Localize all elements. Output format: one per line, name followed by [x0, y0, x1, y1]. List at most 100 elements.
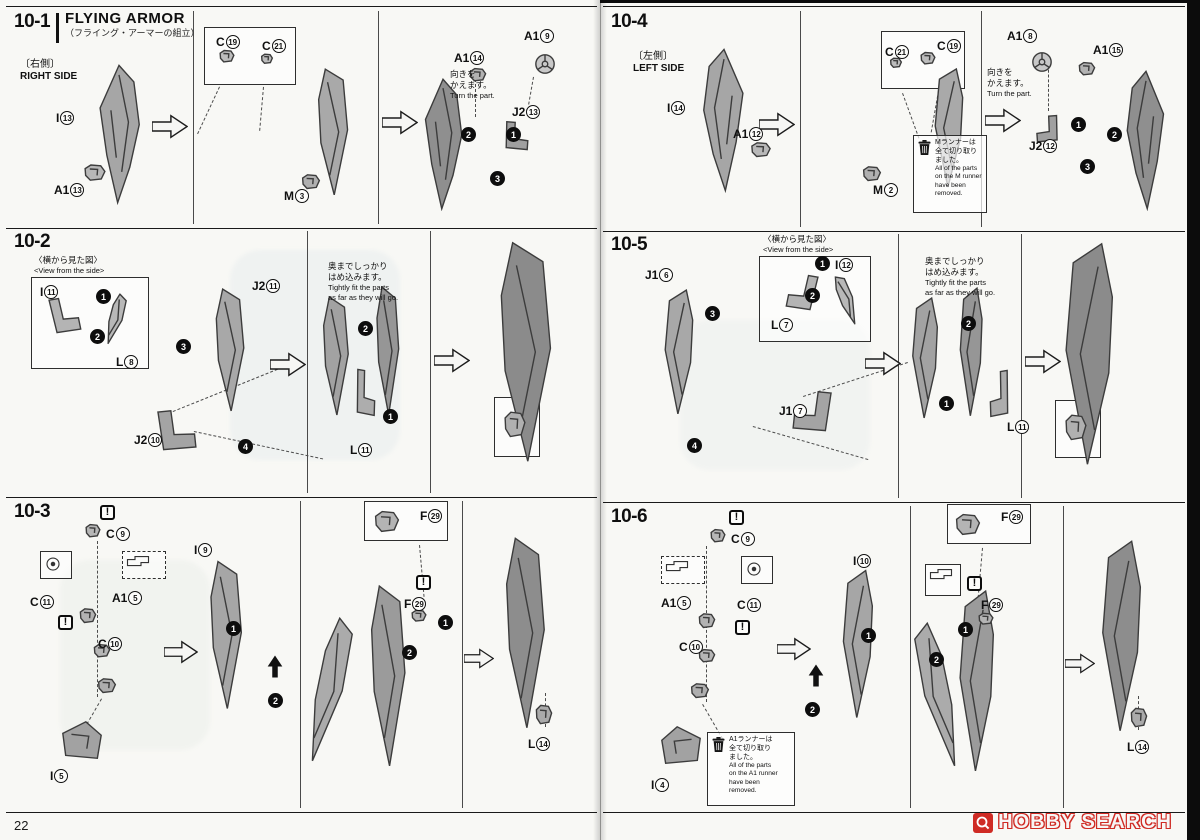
note-line-jp: ました。 [729, 753, 757, 761]
step-number-marker: 1 [96, 289, 111, 304]
socket-square-glyph [929, 568, 953, 580]
part-number-circle: 21 [894, 45, 909, 59]
part-number-circle: 6 [659, 268, 674, 282]
part-number-circle: 14 [1135, 740, 1150, 754]
part-runner-code: L [1127, 740, 1135, 754]
section-number: 10-5 [611, 234, 648, 255]
part-runner-code: A1 [54, 183, 70, 197]
callout-box [661, 556, 705, 584]
step-number-marker: 2 [358, 321, 373, 336]
part-silhouette-wheel [534, 53, 556, 75]
part-silhouette-blob [372, 509, 402, 535]
part-runner-code: A1 [661, 596, 677, 610]
assembly-guide-line [197, 86, 220, 135]
next-step-arrow [382, 110, 418, 135]
part-number-circle: 11 [746, 598, 761, 612]
scan-edge-right [1187, 0, 1200, 840]
note-line-en: have been [729, 778, 760, 786]
section-header: 10-4 [611, 11, 648, 33]
part-silhouette-shard [292, 613, 363, 767]
part-number-circle: 13 [60, 111, 75, 125]
press-direction-arrow [808, 664, 824, 687]
part-runner-code: C [106, 527, 115, 541]
part-runner-code: M [284, 189, 294, 203]
part-number-circle: 8 [1023, 29, 1038, 43]
note-line-jp: はめ込みます。 [925, 267, 984, 278]
part-silhouette-blob [1063, 412, 1089, 444]
part-silhouette-blob [953, 512, 983, 538]
step-number-marker: 3 [705, 306, 720, 321]
note-line-jp: かえます。 [450, 80, 492, 91]
assembly-guide-line [528, 76, 534, 105]
part-runner-code: I [50, 769, 54, 783]
part-number-circle: 19 [225, 35, 240, 49]
section-number: 10-3 [14, 501, 51, 522]
part-number-circle: 5 [128, 591, 143, 605]
part-silhouette-wing [1121, 69, 1171, 211]
part-silhouette-blob [82, 163, 108, 183]
note-line-en: as far as they will go. [925, 287, 996, 297]
part-runner-code: L [116, 355, 124, 369]
trash-icon [712, 737, 725, 752]
note-line-en: Tightly fit the parts [925, 278, 986, 288]
step-number-marker: 3 [1080, 159, 1095, 174]
section-subtitle: （フライング・アーマーの組立） [65, 27, 200, 38]
step-number-marker: 1 [815, 256, 830, 271]
note-line-jp: 向きを [987, 67, 1013, 77]
part-number-circle: 3 [295, 189, 309, 203]
part-number-circle: 12 [749, 127, 764, 141]
part-runner-code: M [873, 183, 883, 197]
step-number-marker: 3 [490, 171, 505, 186]
part-runner-code: A1 [454, 51, 470, 65]
part-silhouette-blob [534, 703, 554, 727]
part-number-circle: 15 [1109, 43, 1124, 57]
part-number-circle: 7 [793, 404, 808, 418]
part-silhouette-blob [709, 528, 727, 544]
section-number: 10-2 [14, 231, 51, 252]
part-silhouette-shard [909, 296, 943, 420]
press-direction-arrow [267, 655, 283, 678]
part-runner-code: J2 [512, 105, 526, 119]
callout-box [40, 551, 72, 579]
part-number-circle: 13 [526, 105, 541, 119]
part-runner-code: C [216, 35, 225, 49]
print-bleed-artifact [680, 320, 870, 470]
step-number-marker: 4 [687, 438, 702, 453]
part-runner-code: A1 [524, 29, 540, 43]
part-silhouette-blob [697, 612, 717, 630]
part-runner-code: C [737, 598, 746, 612]
page-number: 22 [14, 818, 29, 833]
part-number-circle: 11 [39, 595, 54, 609]
side-indicator: 〔右側〕 RIGHT SIDE [20, 59, 77, 83]
part-silhouette-blob [218, 49, 236, 64]
step-number-marker: 2 [402, 645, 417, 660]
step-number-marker: 1 [226, 621, 241, 636]
part-number-circle: 14 [671, 101, 686, 115]
caution-icon: ! [416, 575, 431, 590]
part-silhouette-blob [689, 682, 711, 700]
part-number-circle: 9 [115, 527, 130, 541]
part-runner-code: C [937, 39, 946, 53]
step-number-marker: 1 [958, 622, 973, 637]
part-silhouette-foot [58, 717, 106, 765]
note-line-en: removed. [935, 189, 963, 197]
part-runner-code: A1 [733, 127, 749, 141]
section-number: 10-4 [611, 11, 648, 32]
